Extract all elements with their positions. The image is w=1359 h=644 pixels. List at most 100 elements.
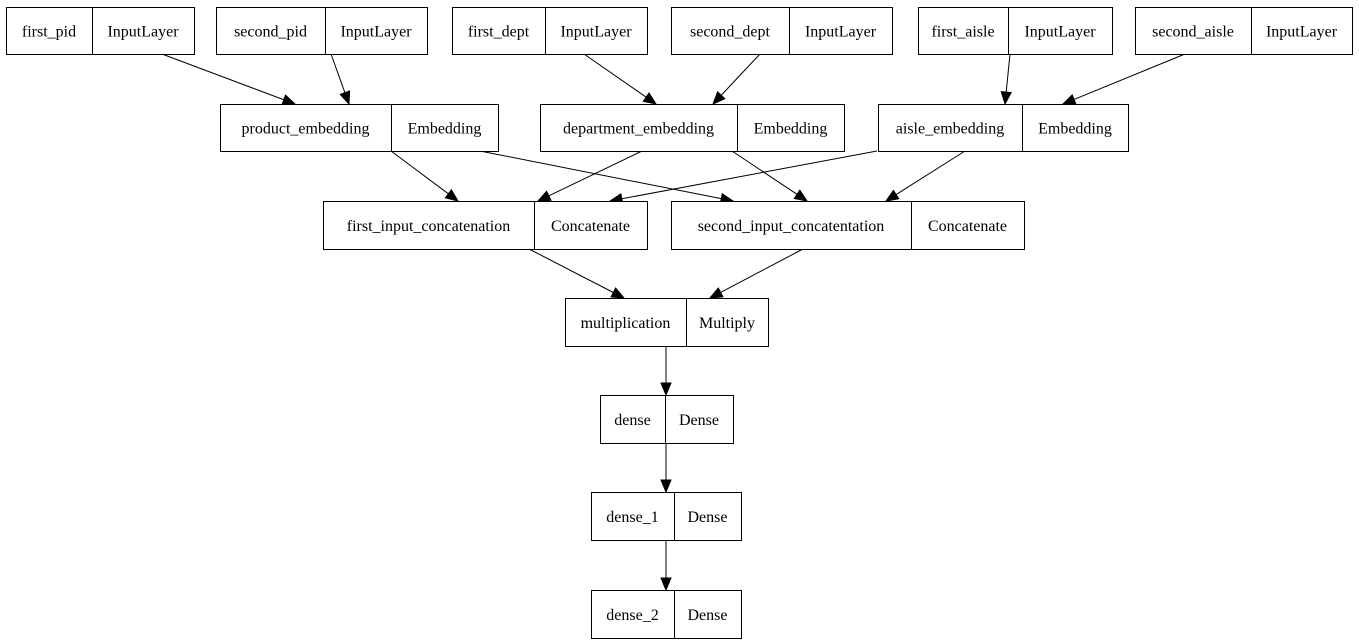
node-type-label: InputLayer xyxy=(340,24,412,41)
node-box xyxy=(878,104,1129,152)
node-type-label: InputLayer xyxy=(560,24,632,41)
edge-line xyxy=(621,150,878,200)
node-second_dept: second_dept InputLayer xyxy=(671,7,893,55)
edge-line xyxy=(330,53,346,93)
node-type-label: Dense xyxy=(679,412,719,429)
edge-second_input_concatentation-to-multiplication xyxy=(708,248,804,299)
edge-line xyxy=(720,53,761,96)
node-box xyxy=(671,7,893,55)
edge-line xyxy=(161,53,284,101)
node-box xyxy=(6,7,195,55)
node-type-label: Embedding xyxy=(1038,121,1112,138)
node-box xyxy=(591,492,742,541)
node-first_aisle: first_aisle InputLayer xyxy=(918,7,1113,55)
edge-first_input_concatenation-to-multiplication xyxy=(528,248,626,299)
node-dense_1: dense_1 Dense xyxy=(591,492,742,541)
arrowhead-icon xyxy=(660,382,672,397)
node-box xyxy=(323,201,648,250)
arrowhead-icon xyxy=(610,287,626,299)
arrowhead-icon xyxy=(884,189,900,202)
node-first_pid: first_pid InputLayer xyxy=(6,7,195,55)
node-box xyxy=(1135,7,1353,55)
node-multiplication: multiplication Multiply xyxy=(565,298,769,347)
edge-line xyxy=(731,150,798,195)
node-second_aisle: second_aisle InputLayer xyxy=(1135,7,1353,55)
node-type-label: Dense xyxy=(688,607,728,624)
edges-layer xyxy=(161,53,1186,592)
edge-product_embedding-to-second_input_concatentation xyxy=(479,150,735,205)
node-type-label: InputLayer xyxy=(107,24,179,41)
arrowhead-icon xyxy=(281,94,297,105)
edge-line xyxy=(1073,53,1186,100)
node-name-label: second_aisle xyxy=(1152,24,1234,41)
node-type-label: Embedding xyxy=(754,121,828,138)
node-box xyxy=(591,590,742,639)
node-name-label: first_dept xyxy=(468,24,530,41)
edge-first_aisle-to-aisle_embedding xyxy=(1000,53,1012,106)
node-box xyxy=(671,201,1025,250)
node-name-label: multiplication xyxy=(581,315,671,332)
node-type-label: InputLayer xyxy=(1024,24,1096,41)
edge-second_dept-to-department_embedding xyxy=(712,53,761,105)
node-name-label: department_embedding xyxy=(563,121,714,138)
edge-line xyxy=(479,150,722,200)
node-box xyxy=(220,104,499,152)
node-box xyxy=(216,7,428,55)
node-name-label: first_aisle xyxy=(931,24,994,41)
node-name-label: second_input_concatentation xyxy=(698,218,885,235)
node-box xyxy=(540,104,845,152)
edge-department_embedding-to-first_input_concatenation xyxy=(536,150,643,202)
node-box xyxy=(452,7,648,55)
arrowhead-icon xyxy=(642,92,658,105)
node-name-label: second_pid xyxy=(234,24,307,41)
node-type-label: InputLayer xyxy=(805,24,877,41)
node-box xyxy=(600,395,734,444)
node-dense: dense Dense xyxy=(600,395,734,444)
node-aisle_embedding: aisle_embedding Embedding xyxy=(878,104,1129,152)
node-type-label: Concatenate xyxy=(928,218,1007,235)
edge-multiplication-to-dense xyxy=(660,346,672,397)
node-type-label: Multiply xyxy=(699,315,755,332)
edge-first_dept-to-department_embedding xyxy=(583,53,658,105)
edge-second_pid-to-product_embedding xyxy=(330,53,351,106)
edge-line xyxy=(390,150,449,195)
arrowhead-icon xyxy=(339,90,351,106)
arrowhead-icon xyxy=(1061,93,1077,105)
node-name-label: second_dept xyxy=(690,24,771,41)
node-type-label: Embedding xyxy=(408,121,482,138)
edge-product_embedding-to-first_input_concatenation xyxy=(390,150,460,202)
edge-line xyxy=(583,53,647,98)
node-name-label: first_pid xyxy=(22,24,76,41)
node-type-label: Dense xyxy=(688,509,728,526)
node-name-label: dense xyxy=(614,412,650,429)
node-first_dept: first_dept InputLayer xyxy=(452,7,648,55)
edge-dense-to-dense_1 xyxy=(660,443,672,494)
node-name-label: aisle_embedding xyxy=(896,121,1004,138)
node-second_input_concatentation: second_input_concatentation Concatenate xyxy=(671,201,1025,250)
edge-line xyxy=(720,248,804,293)
arrowhead-icon xyxy=(444,188,460,202)
edge-second_aisle-to-aisle_embedding xyxy=(1061,53,1186,105)
node-type-label: InputLayer xyxy=(1266,24,1338,41)
node-second_pid: second_pid InputLayer xyxy=(216,7,428,55)
arrowhead-icon xyxy=(1000,90,1012,106)
arrowhead-icon xyxy=(660,479,672,494)
arrowhead-icon xyxy=(712,90,726,105)
edge-line xyxy=(1005,53,1011,93)
edge-line xyxy=(528,248,614,293)
node-box xyxy=(918,7,1113,55)
node-name-label: product_embedding xyxy=(242,121,370,138)
node-box xyxy=(565,298,769,347)
edge-dense_1-to-dense_2 xyxy=(660,540,672,592)
node-name-label: dense_1 xyxy=(606,509,658,526)
node-type-label: Concatenate xyxy=(551,218,630,235)
edge-line xyxy=(895,150,966,196)
arrowhead-icon xyxy=(660,577,672,592)
node-department_embedding: department_embedding Embedding xyxy=(540,104,845,152)
node-name-label: first_input_concatenation xyxy=(347,218,511,235)
node-first_input_concatenation: first_input_concatenation Concatenate xyxy=(323,201,648,250)
node-name-label: dense_2 xyxy=(606,607,658,624)
edge-aisle_embedding-to-second_input_concatentation xyxy=(884,150,966,202)
node-product_embedding: product_embedding Embedding xyxy=(220,104,499,152)
